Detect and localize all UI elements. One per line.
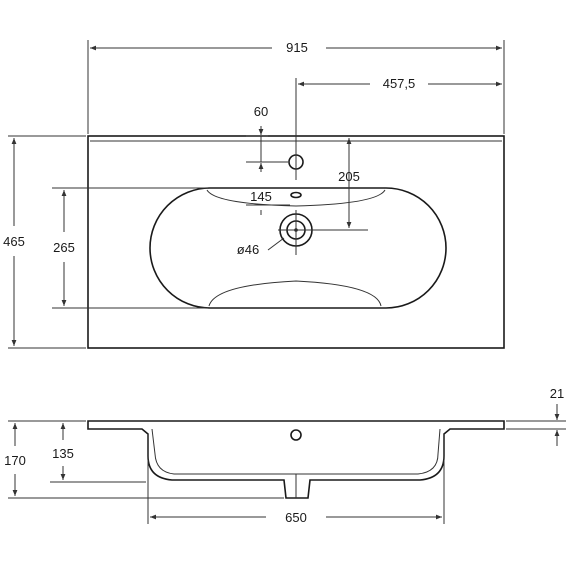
dim-faucet-to-drain: 205 (338, 138, 360, 228)
dim-half-width-label: 457,5 (383, 76, 416, 91)
dim-overflow-offset-label: 145 (250, 189, 272, 204)
dim-overall-width: 915 (87, 40, 505, 134)
dim-bowl-depth: 265 (52, 187, 208, 309)
overflow-hole-side (290, 429, 302, 441)
top-view: 915 457,5 60 205 145 (3, 40, 505, 349)
dim-faucet-to-drain-label: 205 (338, 169, 360, 184)
dim-half-width: 457,5 (298, 76, 502, 91)
dim-drain-diameter-label: ø46 (237, 242, 259, 257)
dim-overflow-offset: 145 (246, 189, 290, 215)
dim-rim-thickness-label: 21 (550, 386, 564, 401)
dim-drain-diameter: ø46 (237, 237, 285, 257)
bowl-outline (149, 187, 447, 309)
dim-bowl-width: 650 (147, 434, 445, 525)
dim-total-height-label: 170 (4, 453, 26, 468)
dim-bowl-height: 135 (50, 423, 146, 483)
dim-faucet-offset: 60 (246, 104, 288, 172)
dim-faucet-offset-label: 60 (254, 104, 268, 119)
dim-overall-depth-label: 465 (3, 234, 25, 249)
dim-total-height: 170 (4, 420, 284, 499)
bowl-front-contour (208, 280, 382, 307)
dim-overall-width-label: 915 (286, 40, 308, 55)
overflow-slot (290, 191, 302, 199)
dim-overall-depth: 465 (3, 135, 86, 349)
dim-bowl-width-label: 650 (285, 510, 307, 525)
dim-bowl-depth-label: 265 (53, 240, 75, 255)
bowl-back-contour (206, 189, 386, 207)
dim-rim-thickness: 21 (506, 386, 566, 446)
side-view: 21 170 135 650 (4, 386, 566, 525)
dim-bowl-height-label: 135 (52, 446, 74, 461)
